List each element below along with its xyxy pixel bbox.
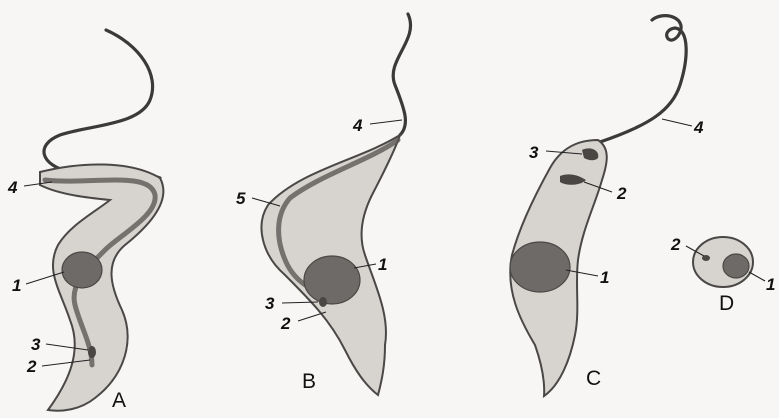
panel-c-nucleus (510, 242, 570, 292)
panel-c-free-flagellum (600, 16, 686, 142)
panel-d-nucleus (723, 254, 749, 278)
panel-b-label-2: 2 (280, 314, 291, 333)
panel-b-free-flagellum (393, 14, 410, 135)
panel-a-nucleus (62, 252, 102, 288)
panel-a-kinetoplast (88, 346, 96, 358)
panel-c-label-2: 2 (616, 184, 627, 203)
panel-c-label-1: 1 (600, 268, 609, 287)
panel-a-label-2: 2 (26, 357, 37, 376)
panel-b-label-4: 4 (352, 116, 363, 135)
panel-a: 4 1 3 2 A (7, 30, 163, 412)
panel-d: 2 1 D (670, 235, 775, 315)
panel-b-leader-2 (298, 312, 326, 321)
panel-a-cell-body (40, 164, 163, 410)
panel-b-label-3: 3 (265, 294, 275, 313)
panel-d-label-2: 2 (670, 235, 681, 254)
panel-a-label-1: 1 (12, 276, 21, 295)
panel-a-label-4: 4 (7, 178, 18, 197)
panel-c-label-4: 4 (693, 118, 704, 137)
panel-d-leader-1 (749, 272, 765, 281)
panel-a-label-3: 3 (31, 335, 41, 354)
panel-b: 4 5 1 3 2 B (236, 14, 411, 395)
panel-b-kinetoplast (319, 297, 327, 307)
panel-b-nucleus (304, 256, 360, 304)
panel-b-caption: B (302, 370, 316, 393)
panel-a-caption: A (112, 389, 126, 412)
panel-d-label-1: 1 (766, 275, 775, 294)
panel-d-caption: D (719, 292, 734, 315)
panel-b-label-5: 5 (236, 189, 246, 208)
panel-b-leader-4 (370, 120, 402, 124)
panel-a-free-flagellum (44, 30, 160, 178)
panel-c-caption: C (586, 367, 601, 390)
panel-c-label-3: 3 (529, 143, 539, 162)
panel-c: 4 3 2 1 C (510, 16, 704, 396)
panel-c-leader-4 (662, 119, 692, 126)
panel-b-label-1: 1 (378, 255, 387, 274)
